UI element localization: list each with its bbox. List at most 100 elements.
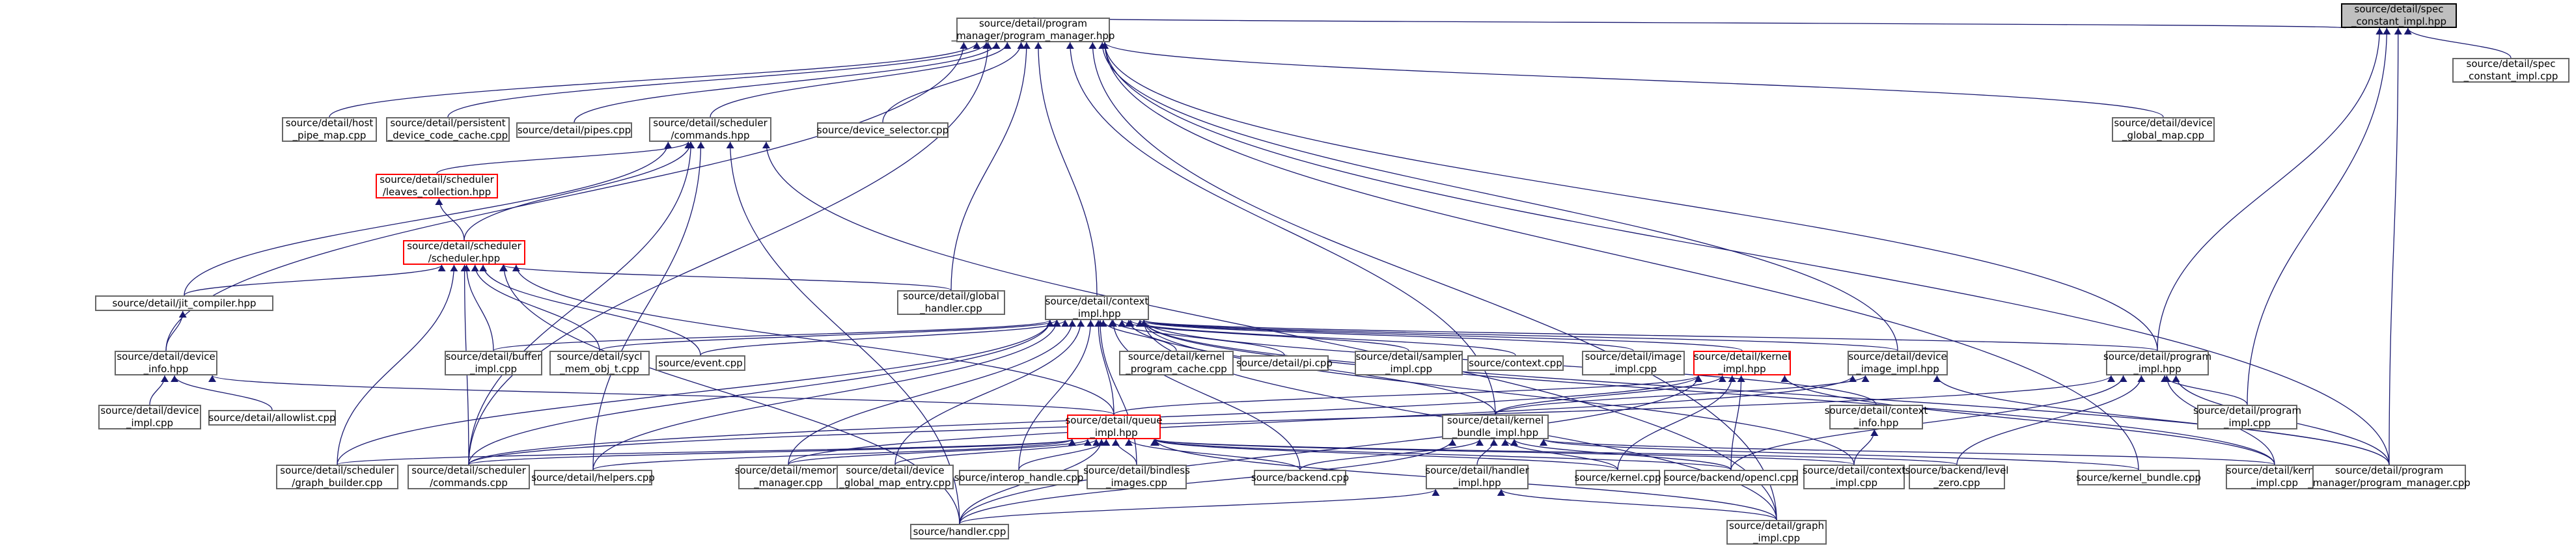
- edge-ctx-to-dgme: [894, 319, 1085, 465]
- node-device-global-map-cpp[interactable]: source/detail/device _global_map.cpp: [2112, 117, 2215, 142]
- node-spec-constant-impl-cpp[interactable]: source/detail/spec _constant_impl.cpp: [2452, 58, 2569, 83]
- node-allowlist-cpp[interactable]: source/detail/allowlist.cpp: [208, 410, 336, 426]
- node-sycl-mem-obj-t-cpp[interactable]: source/detail/sycl _mem_obj_t.cpp: [549, 351, 650, 375]
- node-label: source/backend/opencl.cpp: [1664, 471, 1798, 483]
- node-label: source/detail/context _impl.hpp: [1045, 295, 1149, 319]
- edge-spec-to-prog_impl_cpp: [2247, 27, 2391, 405]
- node-global-handler-cpp[interactable]: source/detail/global _handler.cpp: [897, 290, 1005, 315]
- node-label: source/detail/queue _impl.hpp: [1065, 414, 1163, 439]
- node-kernel-cpp[interactable]: source/kernel.cpp: [1574, 470, 1661, 485]
- node-program-impl-hpp[interactable]: source/detail/program _impl.hpp: [2103, 351, 2212, 375]
- node-context-cpp[interactable]: source/context.cpp: [1467, 355, 1564, 371]
- node-scheduler-graph-builder-cpp[interactable]: source/detail/scheduler /graph_builder.c…: [276, 465, 398, 489]
- node-jit-compiler-hpp[interactable]: source/detail/jit_compiler.hpp: [95, 295, 273, 311]
- node-label: source/detail/pi.cpp: [1236, 357, 1333, 369]
- node-label: source/event.cpp: [658, 357, 743, 369]
- edge-ctx-to-kpc: [1099, 319, 1177, 351]
- node-label: source/detail/scheduler /scheduler.hpp: [407, 240, 521, 264]
- node-label: source/detail/global _handler.cpp: [903, 290, 999, 314]
- node-label: source/detail/kernel _impl.cpp: [2226, 465, 2323, 489]
- edge-pm-to-devsel: [882, 42, 1025, 123]
- edge-spec-to-prog_impl: [2157, 27, 2384, 351]
- edge-handler_hpp-to-graph_cpp: [1497, 489, 1777, 521]
- node-graph-impl-cpp[interactable]: source/detail/graph _impl.cpp: [1726, 520, 1827, 545]
- node-context-impl-cpp[interactable]: source/detail/context _impl.cpp: [1803, 465, 1905, 489]
- edge-sched-to-graph_builder: [337, 264, 458, 465]
- edge-pm-to-persist: [447, 42, 990, 118]
- node-helpers-cpp[interactable]: source/detail/helpers.cpp: [531, 470, 655, 485]
- edge-pm-to-hostpipe: [329, 42, 981, 118]
- node-persistent-device-code-cache-cpp[interactable]: source/detail/persistent _device_code_ca…: [386, 117, 510, 142]
- edge-ctx-to-prog_impl: [1140, 319, 2158, 351]
- edge-sched-to-jit: [184, 264, 446, 296]
- node-memory-manager-cpp[interactable]: source/detail/memory _manager.cpp: [735, 465, 842, 489]
- node-scheduler-commands-cpp[interactable]: source/detail/scheduler /commands.cpp: [408, 465, 530, 489]
- edge-pm-to-pipes: [574, 42, 1001, 123]
- edge-kb_impl-to-backend_cpp: [1299, 439, 1484, 470]
- node-interop-handle-cpp[interactable]: source/interop_handle.cpp: [954, 470, 1083, 485]
- node-queue-impl-hpp[interactable]: source/detail/queue _impl.hpp: [1065, 414, 1163, 439]
- node-pi-cpp[interactable]: source/detail/pi.cpp: [1236, 355, 1333, 371]
- node-label: source/detail/device _global_map_entry.c…: [839, 465, 951, 489]
- node-scheduler-commands-hpp[interactable]: source/detail/scheduler /commands.hpp: [649, 117, 771, 142]
- node-scheduler-hpp[interactable]: source/detail/scheduler /scheduler.hpp: [403, 240, 525, 265]
- node-device-impl-cpp[interactable]: source/detail/device _impl.cpp: [98, 405, 201, 429]
- node-pipes-cpp[interactable]: source/detail/pipes.cpp: [516, 122, 632, 138]
- node-label: source/kernel.cpp: [1574, 471, 1661, 483]
- node-label: source/backend.cpp: [1251, 471, 1350, 483]
- edge-queue-to-dgme: [894, 439, 1100, 465]
- node-label: source/detail/program _impl.cpp: [2193, 405, 2302, 429]
- node-backend-opencl-cpp[interactable]: source/backend/opencl.cpp: [1664, 470, 1798, 485]
- node-device-image-impl-hpp[interactable]: source/detail/device _image_impl.hpp: [1848, 351, 1948, 375]
- edge-sched-to-buffer: [462, 264, 494, 351]
- edge-commands_hpp-to-helpers: [592, 141, 705, 470]
- edge-prog_impl-to-commands_cpp: [468, 375, 2115, 465]
- node-device-global-map-entry-cpp[interactable]: source/detail/device _global_map_entry.c…: [837, 465, 954, 489]
- node-event-cpp[interactable]: source/event.cpp: [656, 355, 745, 371]
- node-program-manager-cpp[interactable]: source/detail/program _manager/program_m…: [2308, 465, 2471, 489]
- node-kernel-bundle-impl-hpp[interactable]: source/detail/kernel _bundle_impl.hpp: [1442, 414, 1549, 439]
- edge-handler_hpp-to-handler_cpp: [959, 489, 1440, 524]
- node-kernel-impl-hpp[interactable]: source/detail/kernel _impl.hpp: [1693, 351, 1791, 375]
- node-kernel-program-cache-cpp[interactable]: source/detail/kernel _program_cache.cpp: [1119, 351, 1234, 375]
- edge-spec-to-spec_cpp: [2403, 27, 2512, 59]
- node-device-info-hpp[interactable]: source/detail/device _info.hpp: [115, 351, 217, 375]
- edge-ctx-to-memmgr: [788, 319, 1077, 465]
- node-label: source/detail/context _info.hpp: [1824, 405, 1928, 429]
- node-backend-level-zero-cpp[interactable]: source/backend/level _zero.cpp: [1905, 465, 2008, 489]
- node-kernel-bundle-cpp[interactable]: source/kernel_bundle.cpp: [2076, 470, 2201, 485]
- node-handler-impl-hpp[interactable]: source/detail/handler _impl.hpp: [1425, 465, 1529, 489]
- node-image-impl-cpp[interactable]: source/detail/image _impl.cpp: [1582, 351, 1685, 375]
- edge-ctx-to-sampler: [1118, 319, 1409, 351]
- node-scheduler-leaves-collection-hpp[interactable]: source/detail/scheduler /leaves_collecti…: [376, 174, 498, 198]
- edge-queue-to-opencl: [1152, 439, 1732, 470]
- edge-pm-to-kb_impl: [1066, 42, 1496, 415]
- edge-pm-to-globhandler: [950, 42, 1031, 291]
- edge-queue-to-levelzero: [1152, 439, 1958, 465]
- node-context-impl-hpp[interactable]: source/detail/context _impl.hpp: [1045, 295, 1149, 320]
- node-program-manager-hpp[interactable]: source/detail/program _manager/program_m…: [952, 18, 1115, 42]
- node-sampler-impl-cpp[interactable]: source/detail/sampler _impl.cpp: [1355, 351, 1463, 375]
- node-buffer-impl-cpp[interactable]: source/detail/buffer _impl.cpp: [445, 351, 542, 375]
- node-label: source/detail/program _manager/program_m…: [951, 18, 1115, 42]
- node-kernel-impl-cpp[interactable]: source/detail/kernel _impl.cpp: [2226, 465, 2323, 489]
- node-handler-cpp[interactable]: source/handler.cpp: [910, 524, 1009, 539]
- node-context-info-hpp[interactable]: source/detail/context _info.hpp: [1825, 405, 1928, 429]
- node-label: source/detail/memory _manager.cpp: [734, 465, 842, 489]
- node-device-selector-cpp[interactable]: source/device_selector.cpp: [817, 122, 949, 138]
- node-label: source/detail/spec _constant_impl.hpp: [2351, 3, 2446, 27]
- node-host-pipe-map-cpp[interactable]: source/detail/host _pipe_map.cpp: [282, 117, 377, 142]
- node-program-impl-cpp[interactable]: source/detail/program _impl.cpp: [2193, 405, 2301, 429]
- node-label: source/detail/persistent _device_code_ca…: [387, 117, 508, 141]
- edge-ctx-to-bindless: [1096, 319, 1137, 465]
- node-label: source/detail/program _impl.hpp: [2103, 351, 2212, 375]
- edge-pm-to-kb_cpp: [1101, 42, 2139, 470]
- node-label: source/detail/host _pipe_map.cpp: [285, 117, 374, 141]
- node-label: source/detail/spec _constant_impl.cpp: [2463, 58, 2558, 82]
- edge-devimg-to-memmgr: [788, 375, 1857, 465]
- edge-devimg-to-kb_impl: [1495, 375, 1870, 415]
- node-backend-cpp[interactable]: source/backend.cpp: [1251, 470, 1350, 485]
- node-bindless-images-cpp[interactable]: source/detail/bindless _images.cpp: [1083, 465, 1190, 489]
- node-label: source/detail/device _impl.cpp: [100, 405, 199, 429]
- dependency-edges: [149, 17, 2512, 524]
